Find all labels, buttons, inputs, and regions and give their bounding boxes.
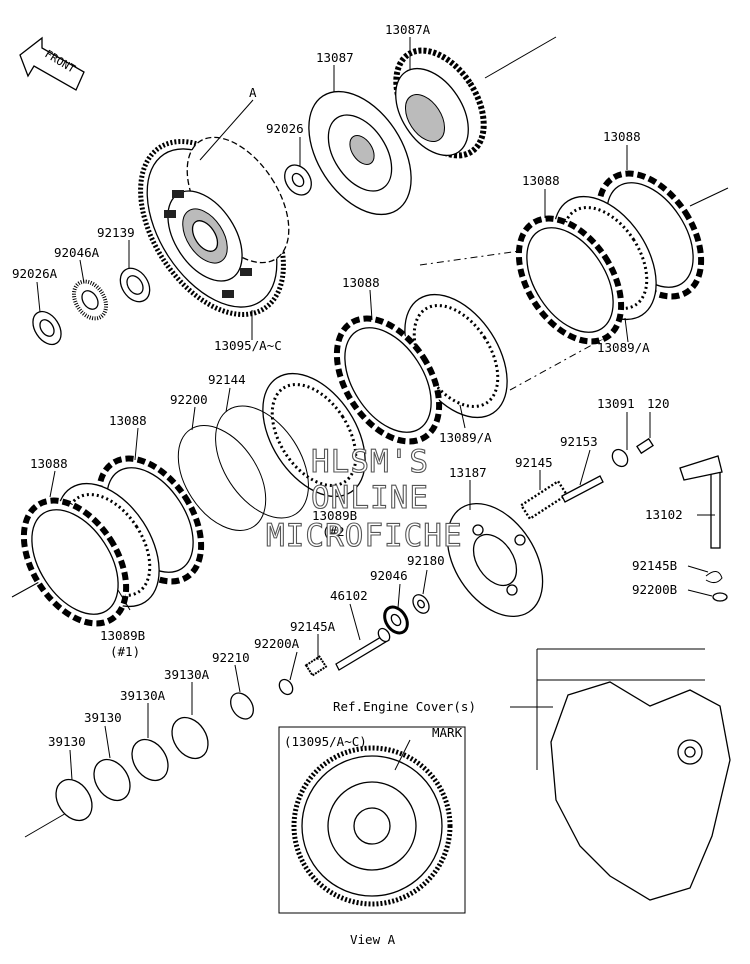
- push-rod-46102: [335, 627, 391, 671]
- washer-92200A: [278, 678, 294, 696]
- callout-39130A-a: 39130A: [164, 667, 210, 682]
- callout-13102: 13102: [645, 507, 683, 522]
- callout-13187: 13187: [449, 465, 487, 480]
- callout-92139: 92139: [97, 225, 135, 240]
- spring-plate-39130-b: [93, 758, 131, 802]
- callout-13087: 13087: [316, 50, 354, 65]
- callout-120: 120: [647, 396, 670, 411]
- steel-plate-13089B-2: [262, 372, 366, 498]
- friction-plate-13088-middle: [333, 315, 443, 445]
- callout-A: A: [249, 85, 257, 100]
- spring-plate-39130A-a: [131, 738, 169, 782]
- callout-13088-a: 13088: [603, 129, 641, 144]
- washer-92026: [284, 164, 312, 196]
- needle-bearing-92046A: [71, 279, 109, 321]
- washer-13091: [611, 448, 629, 468]
- sleeve-92139: [119, 267, 151, 303]
- pressure-plate-13187: [446, 502, 544, 618]
- ring-92144: [215, 405, 309, 519]
- callout-92210: 92210: [212, 650, 250, 665]
- watermark-line1: HLSM'S: [311, 444, 429, 480]
- callout-92145B: 92145B: [632, 558, 677, 573]
- callout-39130-a: 39130: [84, 710, 122, 725]
- clutch-hub-13087A: [393, 47, 487, 159]
- callout-92046: 92046: [370, 568, 408, 583]
- callout-92180: 92180: [407, 553, 445, 568]
- pin-92153: [561, 475, 604, 503]
- friction-plate-13088-left-a: [20, 497, 130, 627]
- spring-92145A: [304, 655, 328, 677]
- mark-label: MARK: [432, 725, 463, 740]
- callout-92200: 92200: [170, 392, 208, 407]
- callouts: A 13087A 13087 92026 13088 13088 92139 9…: [12, 22, 683, 947]
- callout-92200B: 92200B: [632, 582, 677, 597]
- washer-92200B: [712, 592, 728, 602]
- callout-13089A-a: 13089/A: [597, 340, 650, 355]
- ring-92200: [177, 425, 267, 531]
- bolt-120: [636, 437, 654, 455]
- callout-13088-d: 13088: [109, 413, 147, 428]
- clutch-hub-13087: [308, 90, 412, 216]
- callout-92046A: 92046A: [54, 245, 100, 260]
- callout-13089B-a-sub: (#2): [322, 524, 352, 539]
- callout-92145: 92145: [515, 455, 553, 470]
- callout-92200A: 92200A: [254, 636, 300, 651]
- callout-13088-c: 13088: [342, 275, 380, 290]
- callout-92153: 92153: [560, 434, 598, 449]
- callout-ref-engine-cover: Ref.Engine Cover(s): [333, 699, 476, 714]
- spring-plate-39130A-b: [171, 716, 209, 760]
- watermark: HLSM'S ONLINE MICROFICHE: [265, 443, 463, 554]
- lever-shaft-13102: [679, 455, 723, 549]
- clutch-housing: [138, 136, 290, 317]
- callout-13088-b: 13088: [522, 173, 560, 188]
- callout-13091: 13091: [597, 396, 635, 411]
- view-a-box: [278, 726, 466, 914]
- callout-13089A-b: 13089/A: [439, 430, 492, 445]
- damper-seat-92210: [230, 692, 254, 720]
- callout-13095AC: 13095/A~C: [214, 338, 282, 353]
- view-a-label: View A: [350, 932, 396, 947]
- spring-92145: [519, 479, 569, 521]
- watermark-line2: ONLINE: [311, 480, 429, 516]
- leader-lines: [36, 37, 715, 781]
- callout-13088-e: 13088: [30, 456, 68, 471]
- spring-plate-39130-a: [55, 778, 93, 822]
- circlip-92145B: [705, 571, 723, 584]
- callout-13089B-b: 13089B: [100, 628, 145, 643]
- callout-13089B-b-sub: (#1): [110, 644, 140, 659]
- callout-39130-b: 39130: [48, 734, 86, 749]
- callout-13089B-a: 13089B: [312, 508, 357, 523]
- washer-92180: [412, 594, 430, 614]
- callout-46102: 46102: [330, 588, 368, 603]
- view-a-header: (13095/A~C): [284, 734, 367, 749]
- engine-cover: [550, 681, 731, 901]
- bearing-92046: [383, 605, 409, 635]
- callout-92145A: 92145A: [290, 619, 336, 634]
- front-arrow-icon: FRONT: [19, 36, 85, 91]
- callout-92144: 92144: [208, 372, 246, 387]
- friction-plate-13088-mid-right: [515, 215, 625, 345]
- callout-92026A: 92026A: [12, 266, 58, 281]
- callout-13087A: 13087A: [385, 22, 431, 37]
- watermark-line3: MICROFICHE: [266, 518, 463, 554]
- callout-39130A-b: 39130A: [120, 688, 166, 703]
- washer-92026A: [32, 310, 62, 346]
- callout-92026: 92026: [266, 121, 304, 136]
